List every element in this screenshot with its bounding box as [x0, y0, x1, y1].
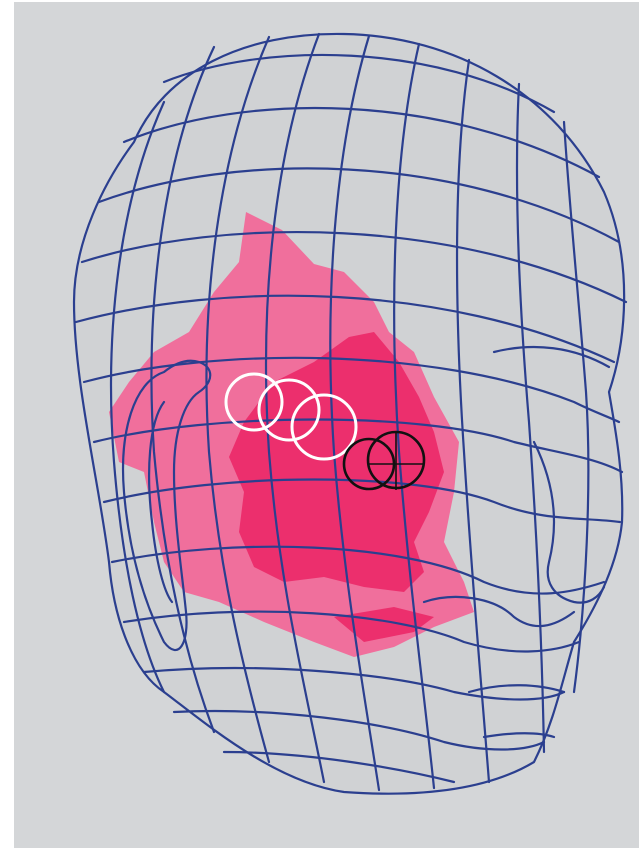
head-illustration	[14, 2, 639, 848]
illustration-panel	[14, 2, 639, 848]
